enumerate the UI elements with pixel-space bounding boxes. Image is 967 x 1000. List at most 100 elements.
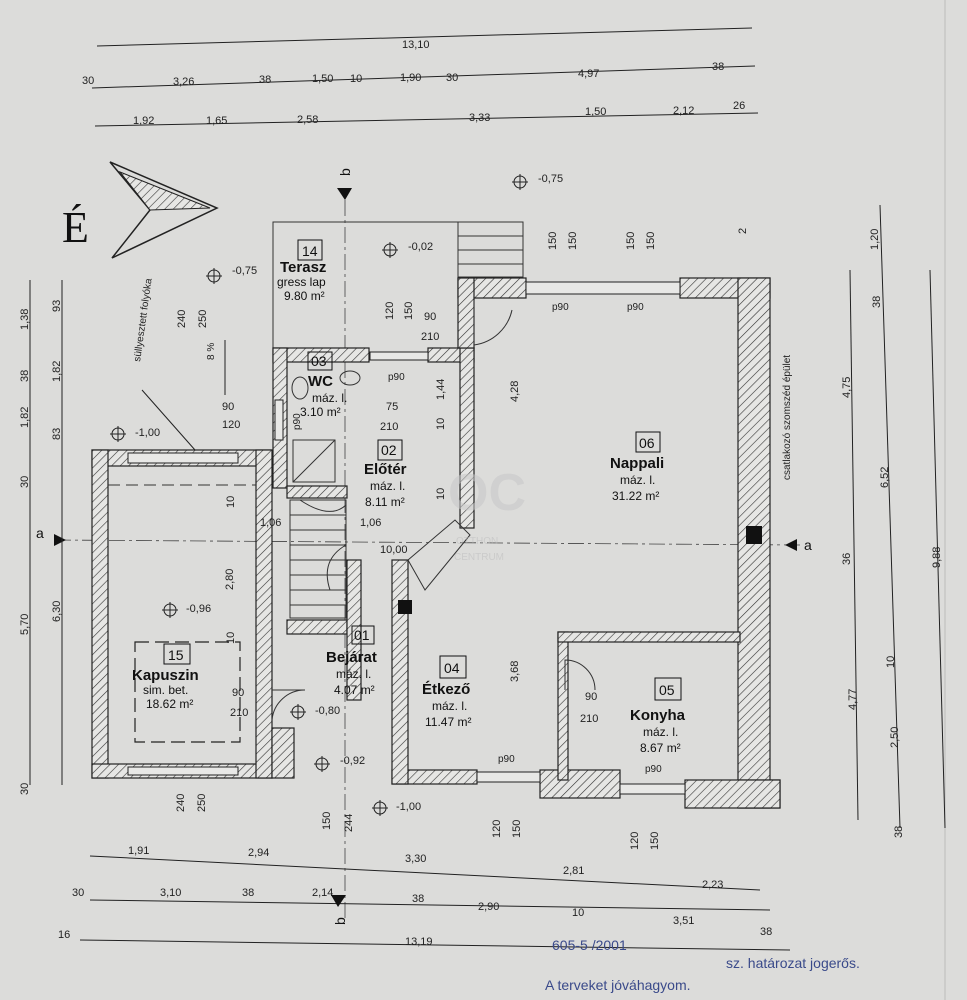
dim-dining-368: 3,68	[509, 661, 521, 682]
dim-top2-6: 30	[446, 72, 458, 84]
dim-left-2: 1,82	[19, 407, 31, 428]
dim-right-b-2: 2,50	[889, 727, 901, 748]
dim-right-a-3: 36	[841, 553, 853, 565]
dim-garage-10: 10	[225, 496, 237, 508]
room-area: 3.10 m²	[300, 405, 341, 419]
dim-bottom2-3: 2,14	[312, 887, 333, 899]
dim-bottom1-4: 2,23	[702, 879, 723, 891]
dim-garage-240: 240	[175, 794, 187, 812]
dim-top2-5: 1,90	[400, 72, 421, 84]
dim-left-0: 1,38	[19, 309, 31, 330]
dim-entrance-150: 150	[321, 812, 333, 830]
dim-left-3: 30	[19, 476, 31, 488]
level-step: -0,92	[340, 755, 365, 767]
room-floor: máz. l.	[336, 667, 371, 681]
approval-text2: A terveket jóváhagyom.	[545, 977, 691, 993]
dim-garage-door-210: 210	[230, 707, 248, 719]
room-floor: máz. l.	[312, 391, 347, 405]
room-number: 06	[639, 435, 655, 451]
section-b-bottom-arrow-icon	[331, 895, 346, 907]
column-icon	[746, 526, 762, 544]
dim-gutter-120: 120	[222, 419, 240, 431]
neighbour-building-label: csatlakozó szomszéd épület	[782, 355, 793, 480]
room-nappali: 06 Nappali máz. l. 31.22 m²	[610, 431, 664, 503]
dim-top3-3: 3,33	[469, 112, 490, 124]
dim-left-in-0: 93	[51, 300, 63, 312]
room-number: 14	[302, 243, 318, 259]
room-number: 04	[444, 660, 460, 676]
dim-hall-10: 10	[435, 418, 447, 430]
bottom-dimension-lines	[79, 855, 791, 951]
parapet-p90-f: p90	[292, 413, 303, 430]
dim-bottom2-0: 30	[72, 887, 84, 899]
dim-window-150c: 150	[625, 232, 637, 250]
section-a-left-arrow-icon	[54, 534, 66, 546]
dim-left-in-3: 6,30	[51, 601, 63, 622]
dim-door-75: 75	[386, 401, 398, 413]
level-terrace-stair: -0,75	[538, 173, 563, 185]
watermark-logo: OC OTTHON CENTRUM	[448, 464, 526, 563]
level-garage: -0,96	[186, 603, 211, 615]
level-gutter: -1,00	[135, 427, 160, 439]
dim-bottom3-0: 16	[58, 929, 70, 941]
walls	[91, 277, 781, 809]
room-number: 05	[659, 682, 675, 698]
parapet-p90-b: p90	[627, 302, 644, 313]
washbasin-icon	[339, 370, 361, 386]
dim-bottom3-1: 13,19	[405, 936, 433, 948]
dim-top2-8: 38	[712, 61, 724, 73]
dim-terrace-120: 120	[384, 302, 396, 320]
dim-left-in-2: 83	[51, 428, 63, 440]
dim-entrance-244: 244	[343, 814, 355, 832]
room-etkezo: 04 Étkező máz. l. 11.47 m²	[422, 655, 471, 729]
dim-window-150d: 150	[645, 232, 657, 250]
parapet-p90-d: p90	[498, 754, 515, 765]
approval-text1: sz. határozat jogerős.	[726, 955, 860, 971]
dim-right-b-3: 38	[893, 826, 905, 838]
dim-stair-106b: 1,06	[360, 517, 381, 529]
dim-door-210: 210	[380, 421, 398, 433]
dim-left-in-1: 1,82	[51, 361, 63, 382]
north-arrow-icon	[109, 161, 219, 259]
dim-living-428: 4,28	[509, 381, 521, 402]
dim-terrace-door-90: 90	[424, 311, 436, 323]
room-name: Bejárat	[326, 649, 377, 666]
dim-top2-1: 3,26	[173, 76, 194, 88]
parapet-p90-a: p90	[552, 302, 569, 313]
top-dimension-lines	[91, 27, 759, 127]
parapet-p90-e: p90	[645, 764, 662, 775]
dim-bottom1-2: 3,30	[405, 853, 426, 865]
room-name: Terasz	[280, 259, 326, 276]
room-number: 01	[354, 627, 370, 643]
dim-terrace-door-210: 210	[421, 331, 439, 343]
compass-letter: É	[62, 203, 89, 252]
right-dimension-lines	[849, 204, 946, 829]
section-b-top-label: b	[337, 168, 353, 176]
dim-window-150a: 150	[547, 232, 559, 250]
dim-right-total: 9,88	[931, 547, 943, 568]
dim-top3-0: 1,92	[133, 115, 154, 127]
dim-bottom2-8: 38	[760, 926, 772, 938]
dim-top2-3: 1,50	[312, 73, 333, 85]
level-terrace-left: -0,75	[232, 265, 257, 277]
dim-garage-280: 2,80	[224, 569, 236, 590]
dim-dining-120: 120	[491, 820, 503, 838]
room-eloter: 02 Előtér máz. l. 8.11 m²	[364, 439, 407, 509]
dim-right-a-1: 38	[871, 296, 883, 308]
dim-stair-106a: 1,06	[260, 517, 281, 529]
dim-bottom2-6: 10	[572, 907, 584, 919]
room-name: Kapuszin	[132, 667, 199, 684]
section-a-right-label: a	[804, 537, 812, 553]
dim-garage-250: 250	[196, 794, 208, 812]
room-number: 02	[381, 442, 397, 458]
room-terasz: 14 Terasz gress lap 9.80 m²	[277, 239, 326, 303]
room-number: 15	[168, 647, 184, 663]
dim-dining-150: 150	[511, 820, 523, 838]
dim-top3-4: 1,50	[585, 106, 606, 118]
dim-terrace-240: 240	[176, 310, 188, 328]
shower-icon	[292, 439, 336, 483]
dim-terrace-250: 250	[197, 310, 209, 328]
level-outside: -1,00	[396, 801, 421, 813]
room-floor: máz. l.	[370, 479, 405, 493]
room-floor: gress lap	[277, 275, 326, 289]
